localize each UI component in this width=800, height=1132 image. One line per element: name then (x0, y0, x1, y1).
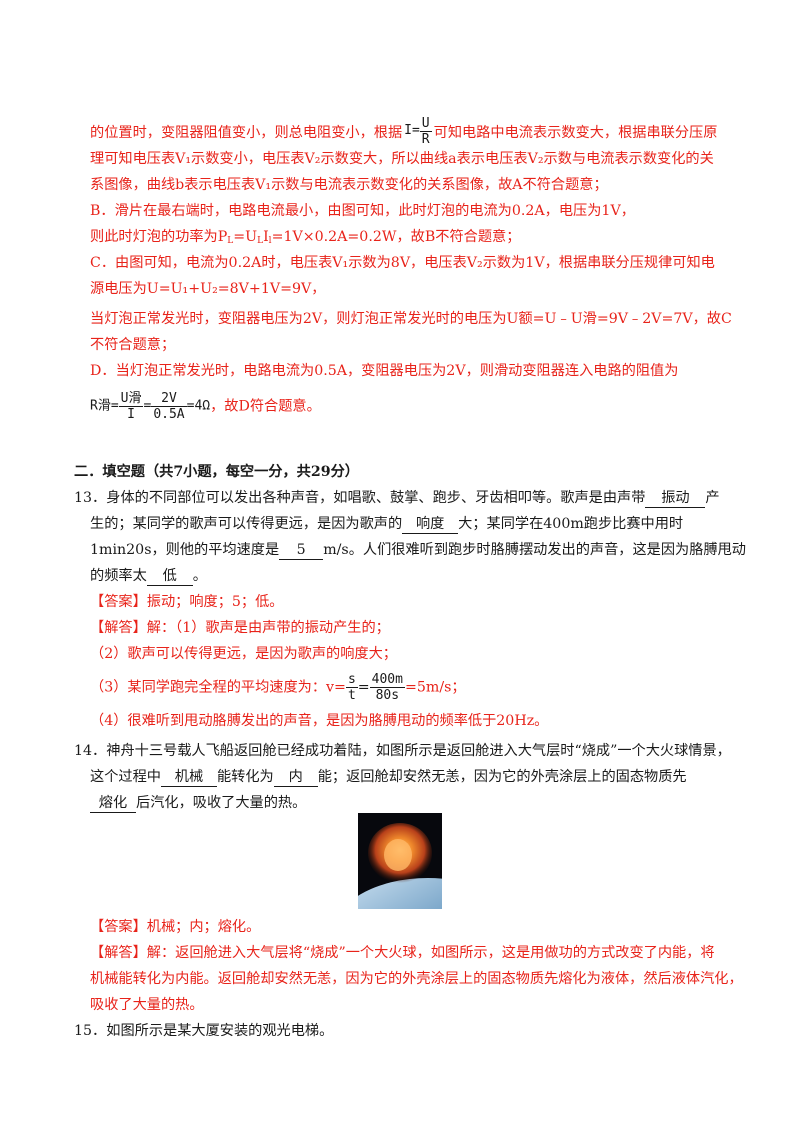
text: 的位置时，变阻器阻值变小，则总电阻变小，根据 (90, 125, 403, 141)
q14-solution-2: 机械能转化为内能。返回舱却安然无恙，因为它的外壳涂层上的固态物质先熔化为液体，然… (90, 971, 743, 987)
numerator: 2V (151, 391, 187, 407)
para-c-line4: 不符合题意； (90, 337, 176, 353)
numerator: s (345, 672, 358, 688)
text: 。 (192, 568, 207, 584)
text: 如图所示是某大厦安装的观光电梯。 (106, 1023, 334, 1039)
answer-blank: 振动 (645, 489, 706, 508)
text: 能转化为 (216, 769, 274, 785)
text: 产 (705, 490, 720, 506)
q13-answer: 【答案】振动；响度；5；低。 (90, 594, 284, 610)
q14-line1: 14．神舟十三号载人飞船返回舱已经成功着陆，如图所示是返回舱进入大气层时“烧成”… (74, 741, 731, 761)
para-c-line1: C．由图可知，电流为0.2A时，电压表V₁示数为8V，电压表V₂示数为1V，根据… (90, 255, 715, 271)
text: 身体的不同部位可以发出各种声音，如唱歌、鼓掌、跑步、牙齿相叩等。歌声是由声带 (106, 490, 646, 506)
denominator: 0.5A (153, 407, 185, 422)
answer-blank: 5 (279, 541, 324, 560)
para-b-line1: B．滑片在最右端时，电路电流最小，由图可知，此时灯泡的电流为0.2A，电压为1V… (90, 203, 635, 219)
denominator: t (347, 688, 356, 703)
text: ，故D符合题意。 (210, 398, 321, 415)
q13-solution-4: （4）很难听到甩动胳膊发出的声音，是因为胳膊甩动的频率低于20Hz。 (90, 713, 549, 729)
text: 这个过程中 (90, 769, 161, 785)
q14-answer: 【答案】机械；内；熔化。 (90, 919, 261, 935)
q13-line4: 的频率太低。 (90, 566, 207, 586)
text: 则此时灯泡的功率为P (90, 229, 228, 245)
formula-numerator: U (419, 116, 432, 132)
section-title: 二．填空题（共7小题，每空一分，共29分） (74, 464, 359, 480)
para-c-line2: 源电压为U=U₁+U₂=8V+1V=9V， (90, 281, 326, 297)
text: 的频率太 (90, 568, 147, 584)
para-b-line2: 则此时灯泡的功率为PL=ULIl=1V×0.2A=0.2W，故B不符合题意； (90, 227, 520, 251)
subscript: l (268, 236, 272, 246)
question-number: 13． (74, 490, 107, 506)
equals: = (143, 398, 152, 414)
q14-line3: 熔化后汽化，吸收了大量的热。 (90, 793, 306, 813)
text: 神舟十三号载人飞船返回舱已经成功着陆，如图所示是返回舱进入大气层时“烧成”一个大… (106, 743, 731, 759)
para-a-line2: 理可知电压表V₁示数变小，电压表V₂示数变大，所以曲线a表示电压表V₂示数与电流… (90, 151, 714, 167)
reentry-illustration (358, 813, 442, 909)
q15-line1: 15．如图所示是某大厦安装的观光电梯。 (74, 1021, 333, 1041)
q13-solution-2: （2）歌声可以传得更远，是因为歌声的响度大； (90, 646, 397, 662)
para-d-line1: D．当灯泡正常发光时，电路电流为0.5A，变阻器电压为2V，则滑动变阻器连入电路… (90, 363, 679, 379)
text: m/s。人们很难听到跑步时胳膊摆动发出的声音，这是因为胳膊甩动 (323, 542, 746, 558)
denominator: I (127, 407, 135, 422)
text: =5m/s； (404, 679, 466, 696)
text: 1min20s，则他的平均速度是 (90, 542, 280, 558)
answer-blank: 内 (273, 768, 318, 787)
para-a-line3: 系图像，曲线b表示电压表V₁示数与电流表示数变化的关系图像，故A不符合题意； (90, 177, 608, 193)
reentry-fireball-image (358, 813, 442, 909)
text: 可知电路中电流表示数变大，根据串联分压原 (433, 125, 718, 141)
text: 能；返回舱却安然无恙，因为它的外壳涂层上的固态物质先 (317, 769, 687, 785)
subscript: L (257, 236, 264, 246)
q14-solution-1: 【解答】解：返回舱进入大气层将“烧成”一个大火球，如图所示，这是用做功的方式改变… (90, 945, 715, 961)
subscript: L (227, 236, 234, 246)
text: I (263, 229, 269, 245)
q14-line2: 这个过程中机械能转化为内能；返回舱却安然无恙，因为它的外壳涂层上的固态物质先 (90, 767, 687, 787)
denominator: 80s (375, 688, 400, 703)
text: 后汽化，吸收了大量的热。 (136, 795, 307, 811)
q14-solution-3: 吸收了大量的热。 (90, 997, 204, 1013)
answer-blank: 机械 (160, 768, 217, 787)
question-number: 15． (74, 1023, 107, 1039)
question-number: 14． (74, 743, 107, 759)
answer-blank: 响度 (402, 515, 459, 534)
q13-line2: 生的；某同学的歌声可以传得更远，是因为歌声的响度大；某同学在400m跑步比赛中用… (90, 514, 683, 534)
para-c-line3: 当灯泡正常发光时，变阻器电压为2V，则灯泡正常发光时的电压为U额=U﹣U滑=9V… (90, 311, 732, 327)
text: 生的；某同学的歌声可以传得更远，是因为歌声的 (90, 516, 403, 532)
formula-lhs: I= (404, 123, 420, 138)
text: =1V×0.2A=0.2W，故B不符合题意； (271, 229, 521, 245)
q13-solution-1: 【解答】解：（1）歌声是由声带的振动产生的； (90, 620, 390, 636)
text: =U (233, 229, 258, 245)
text: （3）某同学跑完全程的平均速度为：v= (90, 679, 346, 696)
result: =4Ω (186, 398, 211, 414)
q13-line1: 13．身体的不同部位可以发出各种声音，如唱歌、鼓掌、跑步、牙齿相叩等。歌声是由声… (74, 488, 720, 508)
answer-blank: 熔化 (90, 794, 136, 813)
formula-lhs: R滑= (90, 398, 119, 414)
equals: = (357, 679, 370, 696)
numerator: U滑 (118, 391, 144, 407)
formula-denominator: R (421, 132, 430, 147)
numerator: 400m (369, 672, 405, 688)
answer-blank: 低 (146, 567, 193, 586)
text: 大；某同学在400m跑步比赛中用时 (458, 516, 684, 532)
